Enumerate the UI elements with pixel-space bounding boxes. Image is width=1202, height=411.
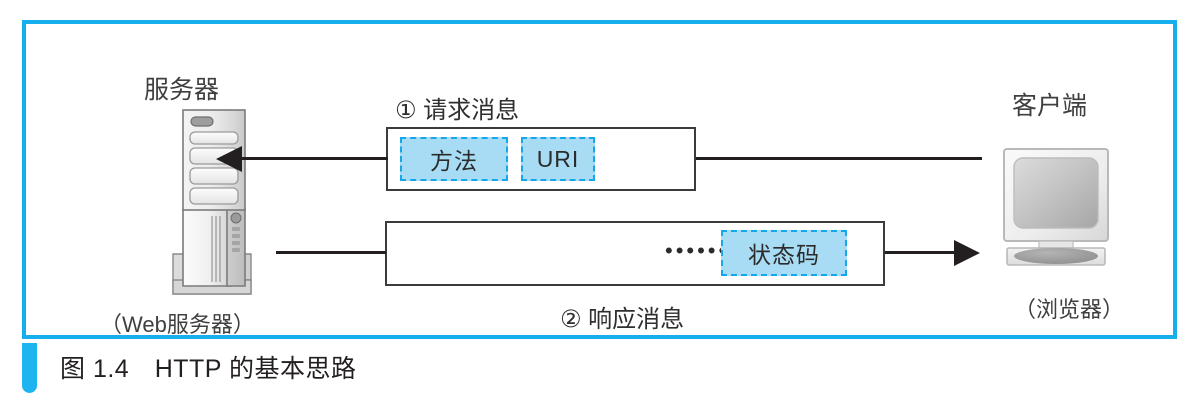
response-ellipsis: •••••• xyxy=(665,238,730,263)
response-arrow-tail xyxy=(885,251,959,254)
caption-accent-bar xyxy=(22,343,37,393)
client-title-label: 客户端 xyxy=(1012,92,1088,120)
request-arrow-head-icon xyxy=(216,146,242,172)
server-tower-icon xyxy=(165,104,259,302)
chip-status-code: 状态码 xyxy=(721,230,847,276)
server-subtitle-label: （Web服务器） xyxy=(100,312,255,337)
figure-caption-row: 图 1.4 HTTP 的基本思路 xyxy=(22,343,1182,399)
request-connector-line xyxy=(696,157,982,160)
server-title-label: 服务器 xyxy=(144,76,220,104)
diagram-frame: 服务器 xyxy=(22,20,1177,339)
client-subtitle-label: （浏览器） xyxy=(1014,297,1125,322)
response-connector-line xyxy=(276,251,386,254)
response-step-label: ② 响应消息 xyxy=(560,306,685,333)
chip-method: 方法 xyxy=(400,137,508,181)
figure-caption-text: 图 1.4 HTTP 的基本思路 xyxy=(60,355,357,383)
request-arrow-tail xyxy=(238,157,388,160)
response-arrow-head-icon xyxy=(954,240,980,266)
chip-uri: URI xyxy=(521,137,595,181)
request-step-label: ① 请求消息 xyxy=(395,97,520,124)
crt-monitor-icon xyxy=(1001,147,1111,275)
